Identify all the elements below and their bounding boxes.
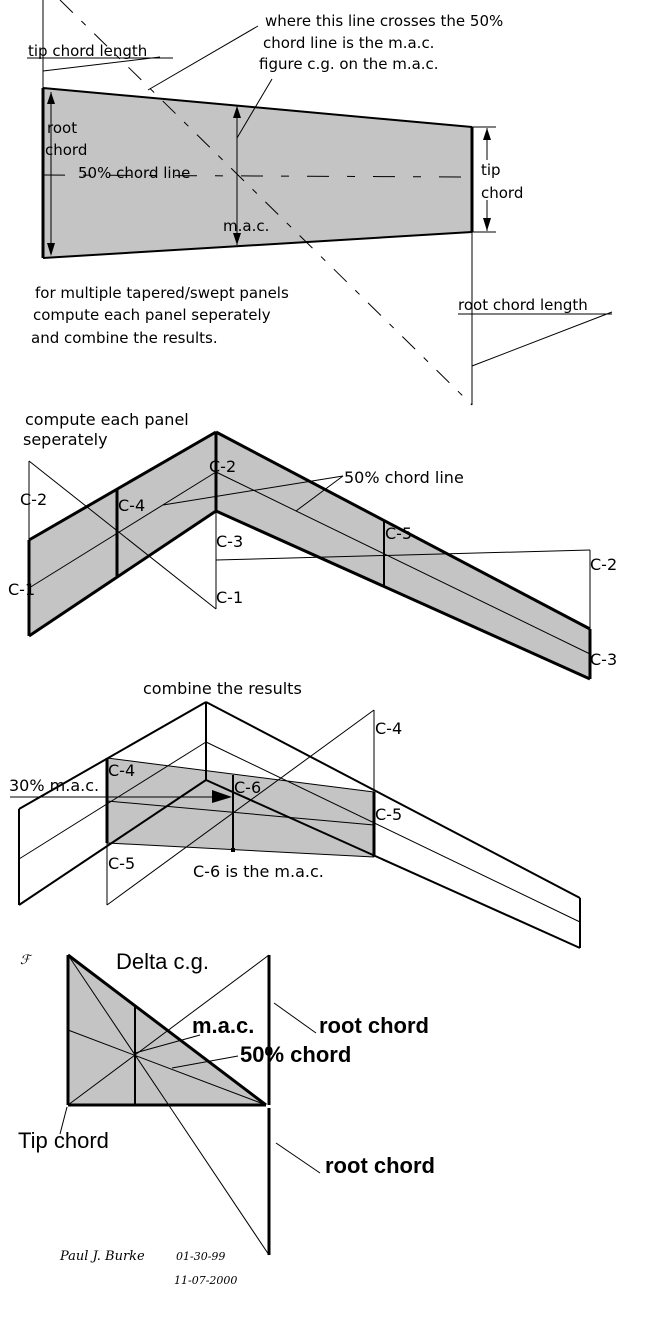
right-half-chord-line [215, 471, 591, 655]
delta-line-d [134, 1034, 201, 1054]
label-c3-right: C-3 [590, 650, 617, 669]
delta-mac-label: m.a.c. [192, 1013, 254, 1038]
tip-chord-label: Tip chord [18, 1128, 109, 1153]
label-c5-right-combined: C-5 [375, 805, 402, 824]
root-chord-top-label: root chord [319, 1013, 429, 1038]
combined-left-half-chord [18, 741, 207, 860]
multi-panel-note-1: for multiple tapered/swept panels [35, 284, 289, 302]
figure-combined: combine the results 30% m.a.c. C-4 C-5 C… [9, 679, 581, 949]
note-line-3: figure c.g. on the m.a.c. [259, 55, 439, 73]
half-chord-line [42, 174, 473, 178]
combined-left-leading-edge [18, 701, 207, 810]
delta-line-b [67, 1029, 267, 1106]
combine-heading: combine the results [143, 679, 302, 698]
tip-length-line [42, 56, 161, 72]
mac-30-label: 30% m.a.c. [9, 776, 99, 795]
combined-mac-top-edge [106, 757, 375, 793]
mac-arrow-down [233, 233, 241, 245]
root-chord-length-label: root chord length [458, 296, 588, 314]
delta-diagonal-down [171, 1109, 270, 1256]
panel-leading-edge [42, 87, 473, 128]
root-chord-bottom-leader [275, 1142, 321, 1174]
c6-point-marker [231, 848, 235, 852]
figure-delta: ℱ Delta c.g. m.a.c. 50% chord root chord… [18, 949, 435, 1256]
delta-line-a [67, 954, 173, 1111]
combined-left-trailing-edge [18, 779, 207, 906]
multi-panel-note-2: compute each panel seperately [33, 306, 271, 324]
multi-panel-note-3: and combine the results. [31, 329, 218, 347]
delta-mark-icon: ℱ [20, 952, 33, 967]
label-c3-center: C-3 [216, 532, 243, 551]
author-signature: Paul J. Burke [59, 1249, 145, 1264]
label-c1-center: C-1 [216, 588, 243, 607]
tip-arrow-down [483, 218, 491, 231]
note-leader-line [147, 25, 259, 91]
right-trailing-edge [215, 509, 591, 681]
label-c4: C-4 [118, 496, 145, 515]
root-chord-label-2: chord [45, 141, 87, 159]
label-c6: C-6 [234, 778, 261, 797]
chord-line-label: 50% chord line [344, 468, 464, 487]
right-leading-edge [215, 430, 591, 631]
combined-right-leading-edge [205, 701, 581, 899]
signature-date-1: 01-30-99 [176, 1250, 225, 1263]
panel-trailing-edge [42, 231, 473, 259]
delta-leading-edge [67, 953, 267, 1107]
figure-tapered-panel: tip chord length where this line crosses… [27, 0, 613, 406]
delta-line-e [171, 1055, 239, 1069]
tip-chord-label-2: chord [481, 184, 523, 202]
chord-label-leader-2 [295, 475, 344, 512]
left-trailing-edge [28, 509, 217, 638]
left-leading-edge [28, 430, 217, 542]
c6-caption: C-6 is the m.a.c. [193, 862, 324, 881]
cg-leader-line [236, 78, 273, 139]
root-chord-top-leader [273, 1002, 317, 1034]
combined-mac-mid-line [106, 800, 375, 826]
label-c5: C-5 [385, 524, 412, 543]
diagonal-construction-line [59, 0, 473, 406]
root-arrow-up [47, 92, 55, 104]
note-line-1: where this line crosses the 50% [265, 12, 503, 30]
tip-chord-length-label: tip chord length [28, 42, 147, 60]
root-chord-bottom-label: root chord [325, 1153, 435, 1178]
root-length-line [471, 311, 613, 367]
label-c2-center: C-2 [209, 457, 236, 476]
delta-title: Delta c.g. [116, 949, 209, 974]
combined-mac-bottom-edge [106, 842, 375, 858]
label-c5-left-combined: C-5 [108, 854, 135, 873]
note-line-2: chord line is the m.a.c. [263, 34, 434, 52]
half-chord-line-label: 50% chord line [78, 164, 190, 182]
delta-chord-label: 50% chord [240, 1042, 351, 1067]
label-c4-right-combined: C-4 [375, 719, 402, 738]
tip-chord-leader [59, 1106, 68, 1135]
tip-chord-label-1: tip [481, 161, 501, 179]
left-panel-fill [29, 432, 216, 636]
combined-construction-diagonal [106, 709, 375, 906]
left-half-chord-line [28, 471, 217, 589]
right-construction-diagonal [215, 549, 591, 561]
mac-arrow-up [233, 106, 241, 118]
left-construction-diagonal [28, 460, 217, 610]
figure-swept-panels: compute each panel seperately 50% chord … [8, 410, 617, 681]
signature-block: Paul J. Burke 01-30-99 11-07-2000 [59, 1249, 237, 1287]
tapered-panel-fill [43, 88, 472, 258]
mac-label: m.a.c. [223, 217, 269, 235]
label-c2-left: C-2 [20, 490, 47, 509]
signature-date-2: 11-07-2000 [174, 1274, 237, 1287]
combined-right-trailing-edge [205, 779, 581, 949]
label-c2-right: C-2 [590, 555, 617, 574]
label-c1-left: C-1 [8, 580, 35, 599]
label-c4-left-combined: C-4 [108, 761, 135, 780]
compute-heading-2: seperately [23, 430, 108, 449]
chord-label-leader-1 [162, 475, 344, 506]
root-chord-label-1: root [47, 119, 77, 137]
compute-heading-1: compute each panel [25, 410, 189, 429]
root-arrow-down [47, 243, 55, 256]
tip-arrow-up [483, 128, 491, 140]
mac-30-arrowhead [212, 790, 232, 803]
combined-right-half-chord [205, 741, 581, 923]
